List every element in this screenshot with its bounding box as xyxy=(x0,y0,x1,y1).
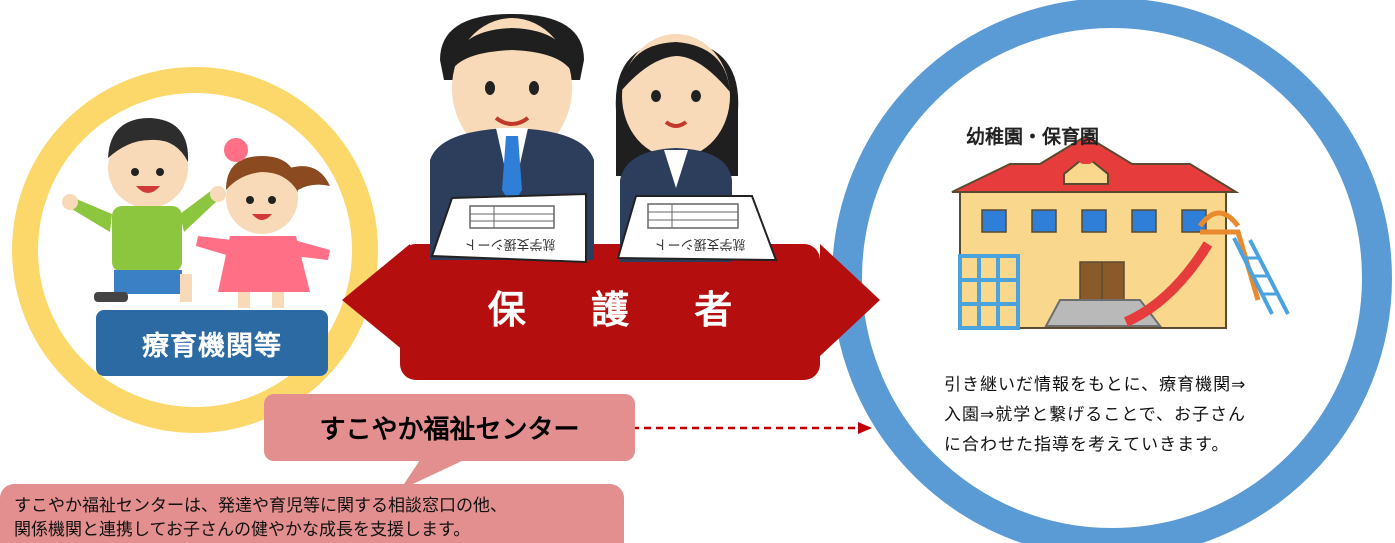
dashed-arrow xyxy=(632,422,872,434)
ryoiku-label: 療育機関等 xyxy=(96,310,328,376)
description-line: 関係機関と連携してお子さんの健やかな成長を支援します。 xyxy=(14,520,471,540)
children-illustration xyxy=(62,118,330,308)
support-sheet-left xyxy=(430,192,587,264)
kindergarten-description-line: に合わせた指導を考えていきます。 xyxy=(944,435,1230,455)
sukoyaka-description: すこやか福祉センターは、発達や育児等に関する相談窓口の他、 関係機関と連携してお… xyxy=(0,484,624,543)
sheet-label-left: 就学支援シート xyxy=(464,236,555,252)
kindergarten-title: 幼稚園・保育園 xyxy=(966,126,1100,148)
kindergarten-description: 引き継いだ情報をもとに、療育機関⇒ 入園⇒就学と繋げることで、お子さん に合わせ… xyxy=(944,370,1294,460)
kindergarten-description-line: 入園⇒就学と繋げることで、お子さん xyxy=(944,405,1247,425)
kindergarten-description-line: 引き継いだ情報をもとに、療育機関⇒ xyxy=(944,375,1247,395)
sukoyaka-center-label: すこやか福祉センター xyxy=(264,394,635,461)
support-sheet-right xyxy=(616,195,778,262)
kindergarten-building-illustration xyxy=(951,134,1290,330)
callout-pointer xyxy=(400,460,464,490)
description-line: すこやか福祉センターは、発達や育児等に関する相談窓口の他、 xyxy=(14,496,507,516)
ryoiku-circle xyxy=(12,67,378,433)
double-arrow xyxy=(342,244,880,380)
sheet-label-right: 就学支援シート xyxy=(654,236,745,252)
hogosha-label: 保 護 者 xyxy=(487,287,759,332)
